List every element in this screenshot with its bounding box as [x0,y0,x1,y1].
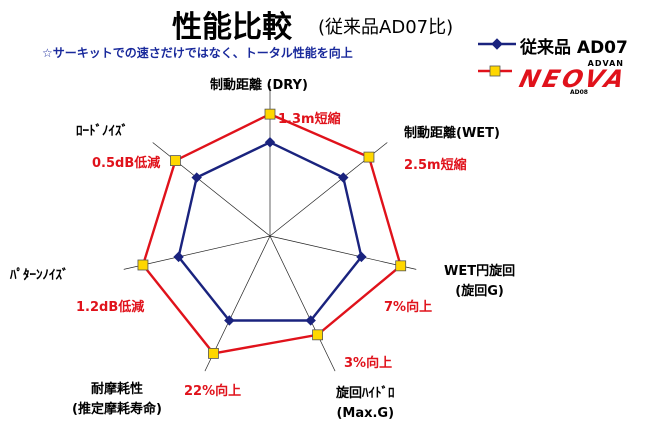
data-point-ad08 [208,348,219,359]
axis-label-line: (推定摩耗寿命) [72,402,162,417]
chart-title-comparison: (従来品AD07比) [318,17,454,38]
chart-title: 性能比較 [172,10,292,45]
axis-label-line: (Max.G) [336,406,395,421]
data-point-ad08 [363,151,375,163]
axis-label-wear: 耐摩耗性 (推定摩耗寿命) [72,380,162,420]
axis-label-line: ﾊﾟﾀｰﾝﾉｲｽﾞ [10,268,69,283]
data-point-ad08 [264,108,276,120]
chart-subtitle: ☆サーキットでの速さだけではなく、トータル性能を向上 [42,46,353,60]
improvement-label-road-noise: 0.5dB低減 [92,156,161,171]
improvement-label-braking-wet: 2.5m短縮 [404,158,467,173]
logo-ad08-text: AD08 [570,89,588,96]
legend-item-ad07-label: 従来品 AD07 [520,38,628,58]
radar-spoke [269,235,417,270]
data-point-ad07 [305,315,316,326]
improvement-label-wet-circle: 7%向上 [384,300,433,315]
axis-label-line: 耐摩耗性 [90,382,143,397]
legend-marker-ad07 [491,38,503,50]
improvement-label-pattern-noise: 1.2dB低減 [76,300,145,315]
improvement-label-wear: 22%向上 [184,384,242,399]
radar-spoke [269,235,336,372]
series-line-ad08 [141,112,403,355]
legend-marker-ad08 [489,65,501,77]
axis-label-hydro: 旋回ﾊｲﾄﾞﾛ (Max.G) [336,384,395,424]
improvement-label-hydro: 3%向上 [344,356,393,371]
data-point-ad08 [137,259,149,271]
data-point-ad08 [170,155,181,166]
axis-label-road-noise: ﾛｰﾄﾞﾉｲｽﾞ [76,122,128,142]
data-point-ad07 [264,137,276,148]
data-point-ad07 [191,172,202,183]
series-line-ad07 [177,140,363,322]
logo-advan-text: ADVAN [587,59,624,68]
axis-label-line: 制動距離(WET) [404,126,500,141]
data-point-ad07 [338,172,349,183]
axis-label-line: ﾛｰﾄﾞﾉｲｽﾞ [76,124,128,139]
axis-label-pattern-noise: ﾊﾟﾀｰﾝﾉｲｽﾞ [10,266,69,286]
axis-label-wet-circle: WET円旋回 (旋回G) [444,262,515,302]
data-point-ad07 [224,315,235,326]
axis-label-braking-wet: 制動距離(WET) [404,124,500,144]
axis-label-line: WET円旋回 [444,264,516,279]
axis-label-line: 制動距離 (DRY) [210,78,308,93]
axis-label-line: (旋回G) [455,284,504,299]
data-point-ad07 [356,251,367,263]
data-point-ad08 [395,260,407,272]
neova-logo: ADVAN NEOVA AD08 [510,59,631,96]
improvement-label-braking-dry: 1.3m短縮 [278,112,341,127]
axis-label-braking-dry: 制動距離 (DRY) [210,76,308,96]
data-point-ad08 [312,329,323,341]
data-point-ad07 [173,251,184,263]
axis-label-line: 旋回ﾊｲﾄﾞﾛ [336,386,395,401]
